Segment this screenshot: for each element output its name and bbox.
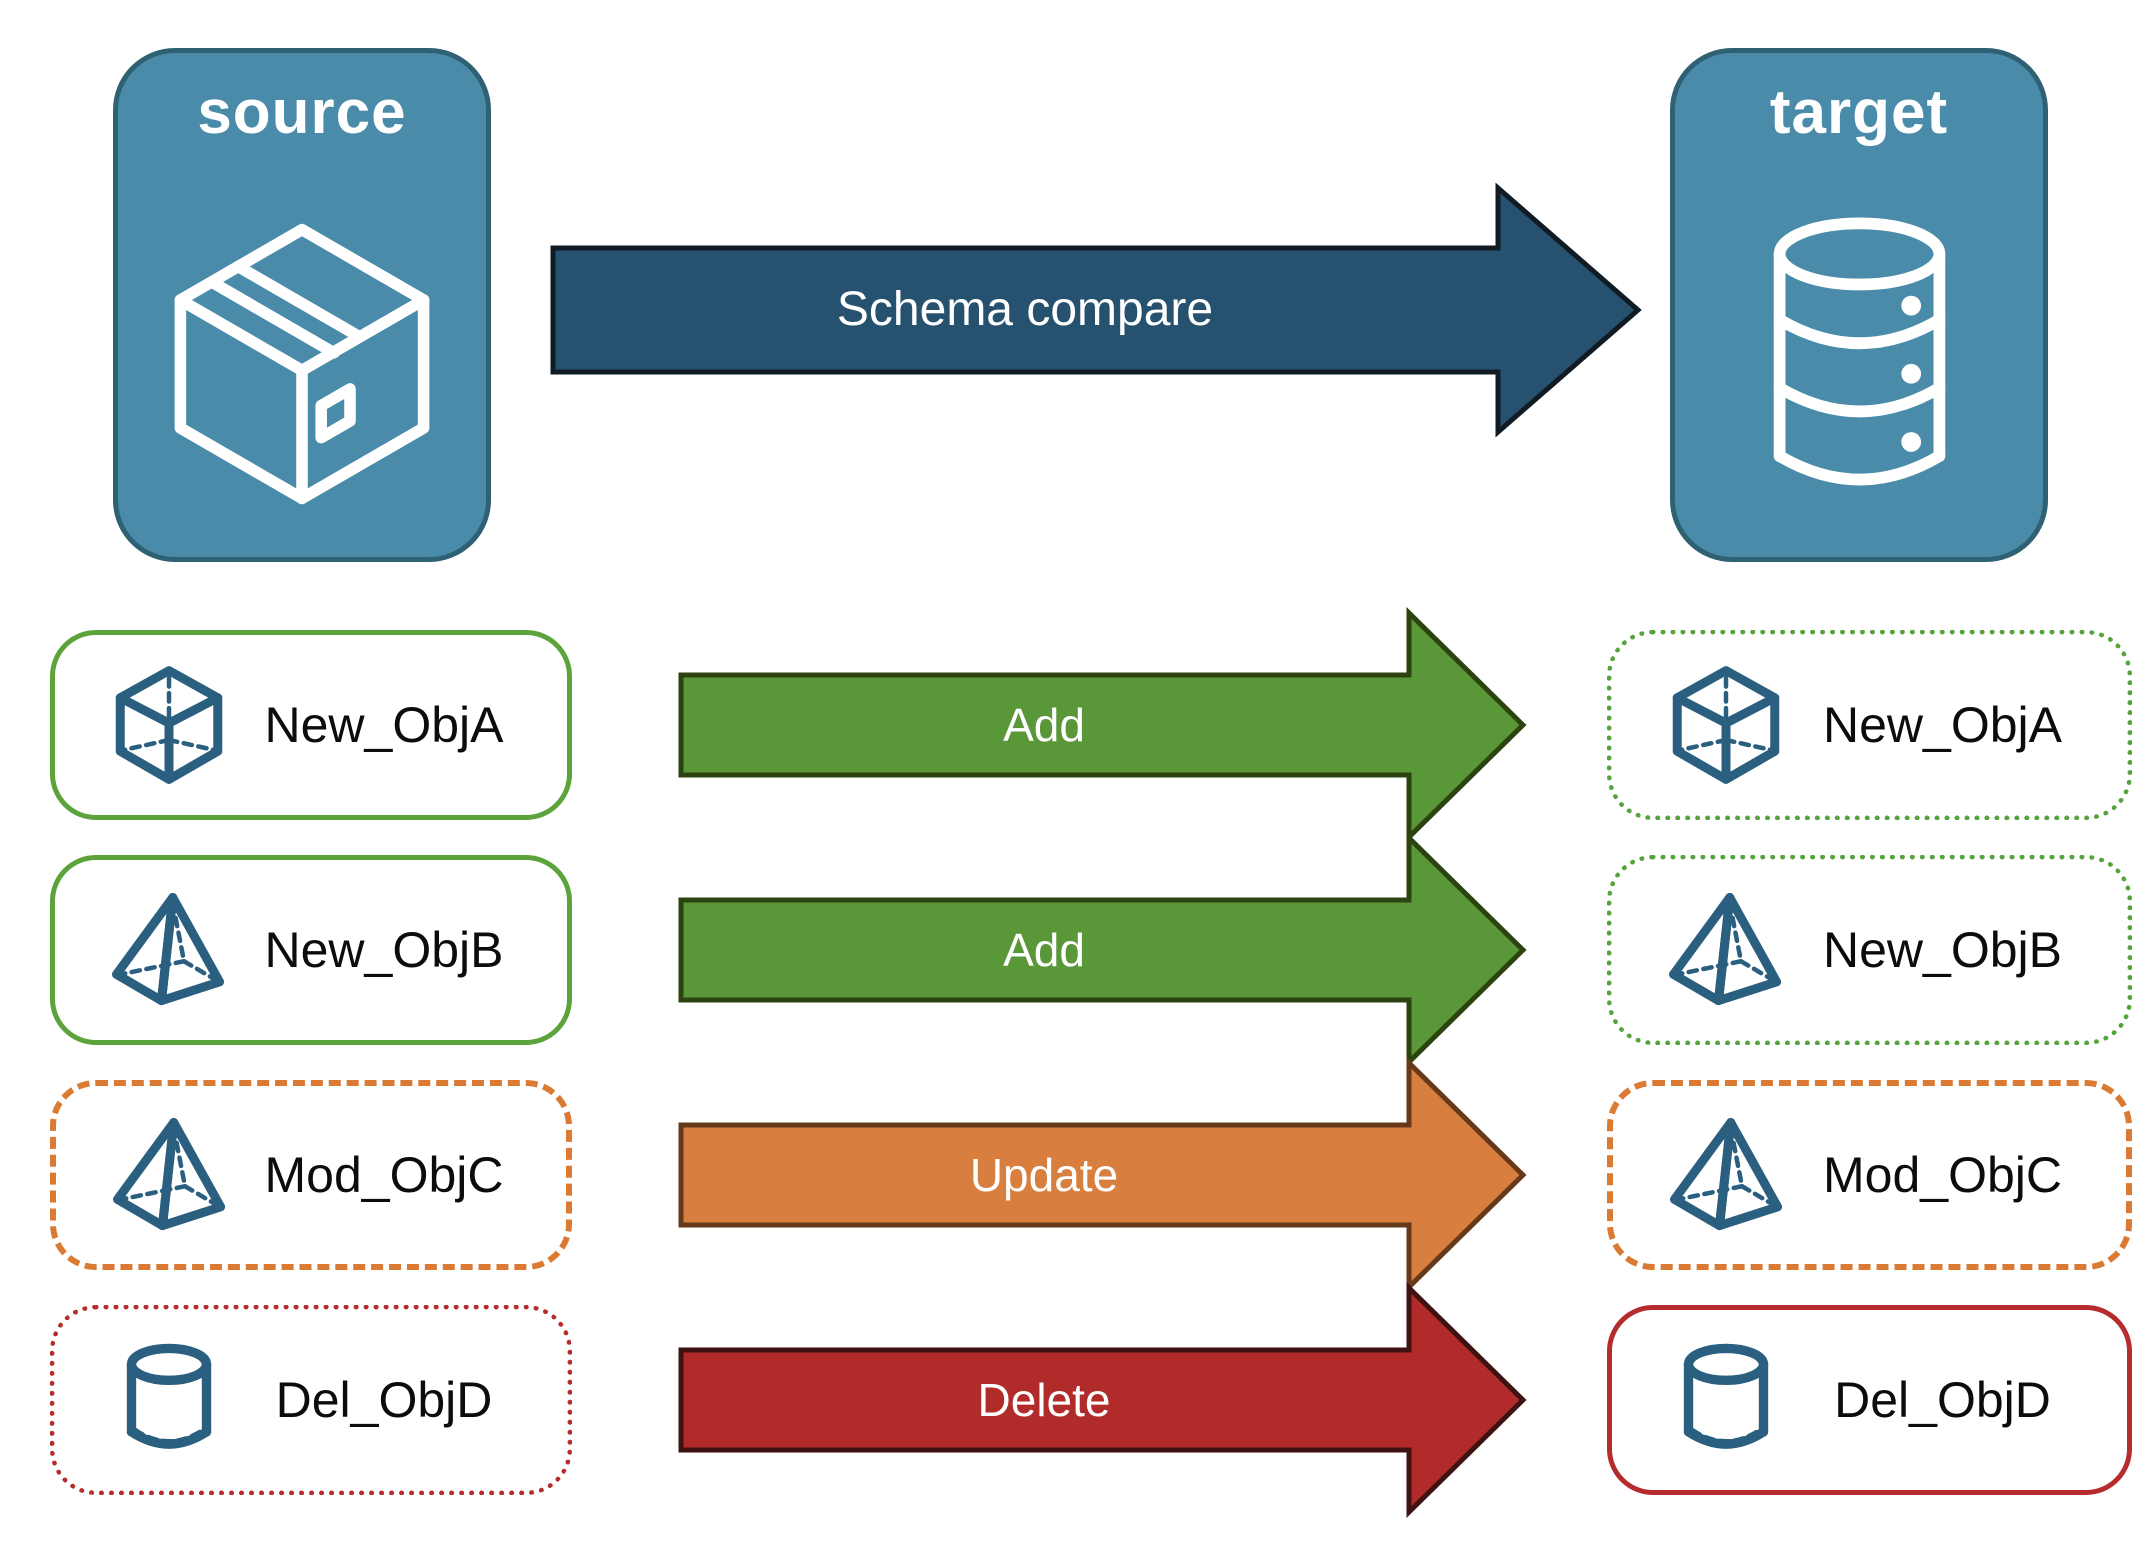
source-object-label: New_ObjB bbox=[264, 922, 504, 978]
pyramid-icon bbox=[109, 890, 229, 1010]
source-object-card: New_ObjA bbox=[50, 630, 572, 820]
source-object-card: Del_ObjD bbox=[50, 1305, 572, 1495]
target-object-card: Mod_ObjC bbox=[1607, 1080, 2132, 1270]
source-object-label: Mod_ObjC bbox=[264, 1147, 504, 1203]
source-object-label: New_ObjA bbox=[264, 697, 504, 753]
target-object-label: Mod_ObjC bbox=[1823, 1147, 2062, 1203]
cube-icon bbox=[1666, 665, 1786, 785]
target-object-label: Del_ObjD bbox=[1834, 1372, 2051, 1428]
database-icon bbox=[1742, 202, 1977, 508]
action-arrow bbox=[678, 1057, 1527, 1293]
action-arrow bbox=[678, 607, 1527, 843]
source-object-card: Mod_ObjC bbox=[50, 1080, 572, 1270]
schema-compare-arrow bbox=[550, 182, 1642, 438]
source-node-title: source bbox=[197, 78, 407, 147]
cylinder-icon bbox=[109, 1340, 229, 1460]
action-arrow bbox=[678, 832, 1527, 1068]
target-node: target bbox=[1670, 48, 2048, 562]
package-icon bbox=[142, 204, 462, 524]
source-node: source bbox=[113, 48, 491, 562]
pyramid-icon bbox=[110, 1115, 230, 1235]
pyramid-icon bbox=[1667, 1115, 1787, 1235]
target-object-label: New_ObjA bbox=[1823, 697, 2062, 753]
cylinder-icon bbox=[1666, 1340, 1786, 1460]
source-object-label: Del_ObjD bbox=[275, 1372, 493, 1428]
target-node-title: target bbox=[1769, 78, 1949, 147]
target-object-card: Del_ObjD bbox=[1607, 1305, 2132, 1495]
cube-icon bbox=[109, 665, 229, 785]
target-object-label: New_ObjB bbox=[1823, 922, 2062, 978]
target-object-card: New_ObjB bbox=[1607, 855, 2132, 1045]
pyramid-icon bbox=[1666, 890, 1786, 1010]
action-arrow bbox=[678, 1282, 1527, 1518]
target-object-card: New_ObjA bbox=[1607, 630, 2132, 820]
source-object-card: New_ObjB bbox=[50, 855, 572, 1045]
